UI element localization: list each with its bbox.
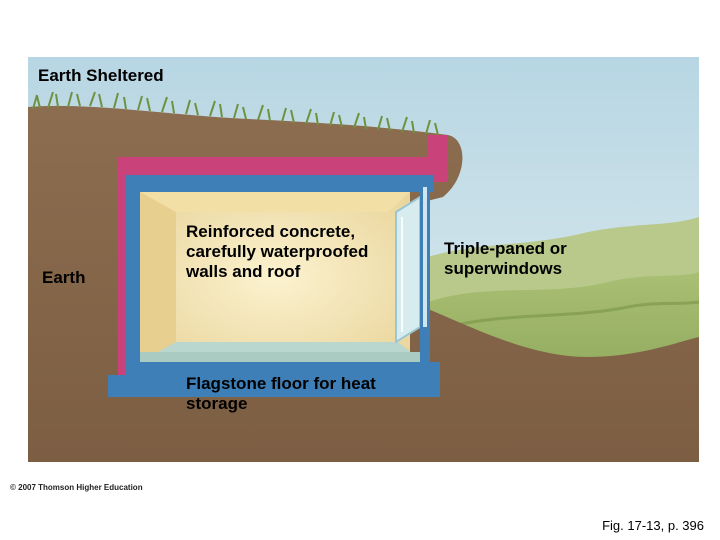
label-flagstone-floor: Flagstone floor for heat storage — [186, 374, 376, 413]
hill-bands — [447, 300, 699, 329]
floor-slab — [140, 352, 423, 362]
grass-texture — [32, 91, 439, 136]
glass-pane — [395, 195, 421, 344]
label-windows: Triple-paned or superwindows — [444, 239, 567, 278]
concrete-walls — [108, 175, 440, 397]
label-reinforced-concrete: Reinforced concrete, carefully waterproo… — [186, 222, 369, 281]
figure-reference: Fig. 17-13, p. 396 — [602, 518, 704, 533]
room-ceiling — [140, 192, 410, 212]
label-earth: Earth — [42, 268, 86, 287]
room-back-wall — [140, 192, 176, 362]
earth-sheltered-house-diagram — [28, 57, 699, 462]
waterproof-membrane — [118, 135, 448, 387]
left-footing — [108, 375, 154, 397]
right-footing — [420, 362, 440, 397]
window-glass-edge — [423, 187, 427, 327]
room-interior — [140, 192, 410, 362]
diagram-title: Earth Sheltered — [38, 66, 164, 85]
copyright-notice: © 2007 Thomson Higher Education — [10, 483, 143, 492]
